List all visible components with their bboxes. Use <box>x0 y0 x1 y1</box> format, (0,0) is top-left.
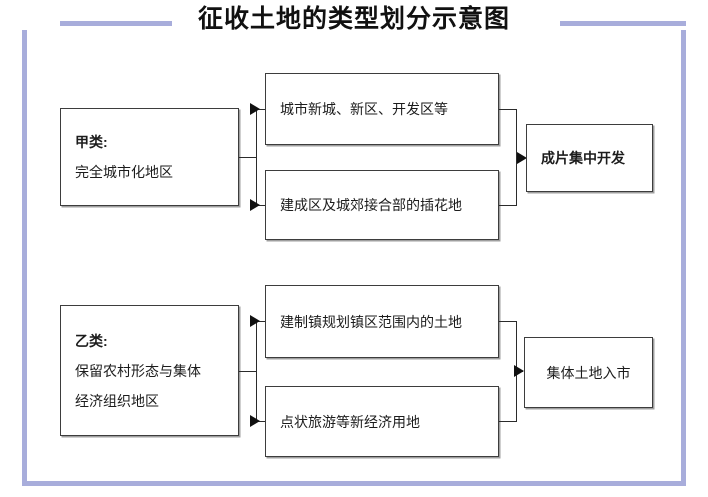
category-box-b: 乙类: 保留农村形态与集体 经济组织地区 <box>60 305 239 436</box>
frame-border-top-right <box>560 21 686 26</box>
item-box-b-1: 建制镇规划镇区范围内的土地 <box>265 285 499 358</box>
category-b-description-line-1: 保留农村形态与集体 <box>75 362 201 379</box>
connector-a-out-1 <box>499 109 517 110</box>
item-box-a-2-label: 建成区及城郊接合部的插花地 <box>280 197 462 213</box>
item-box-a-2: 建成区及城郊接合部的插花地 <box>265 170 499 240</box>
connector-a-branch-1 <box>256 109 265 110</box>
item-box-b-2-label: 点状旅游等新经济用地 <box>280 413 420 430</box>
diagram-title: 征收土地的类型划分示意图 <box>197 5 510 33</box>
connector-a-branch-2 <box>256 205 265 206</box>
category-a-description: 完全城市化地区 <box>75 164 173 180</box>
connector-b-out-1 <box>499 321 517 322</box>
result-box-a: 成片集中开发 <box>526 124 653 192</box>
item-box-a-1-label: 城市新城、新区、开发区等 <box>280 101 448 117</box>
arrow-icon-b-1 <box>250 315 260 327</box>
connector-b-out-2 <box>499 421 517 422</box>
frame-border-left <box>22 30 27 486</box>
category-b-description-line-2: 经济组织地区 <box>75 392 159 409</box>
arrow-icon-a-2 <box>250 199 260 211</box>
item-box-b-2: 点状旅游等新经济用地 <box>265 386 499 457</box>
arrow-icon-b-2 <box>250 415 260 427</box>
category-a-heading: 甲类: <box>75 134 108 150</box>
result-box-b: 集体土地入市 <box>524 337 653 408</box>
connector-a-out-2 <box>499 205 517 206</box>
connector-b-branch-2 <box>256 421 265 422</box>
arrow-icon-b-result <box>514 365 524 377</box>
frame-border-right <box>681 30 686 486</box>
connector-b-branch-1 <box>256 321 265 322</box>
arrow-icon-a-1 <box>250 103 260 115</box>
connector-a-merge <box>516 109 517 206</box>
item-box-b-1-label: 建制镇规划镇区范围内的土地 <box>280 313 462 330</box>
arrow-icon-a-result <box>517 152 527 164</box>
item-box-a-1: 城市新城、新区、开发区等 <box>265 73 499 145</box>
connector-a-spine <box>256 109 257 206</box>
connector-b-stub <box>239 371 257 372</box>
result-box-a-label: 成片集中开发 <box>541 150 625 166</box>
connector-a-stub <box>239 157 257 158</box>
result-box-b-label: 集体土地入市 <box>546 364 631 381</box>
connector-b-spine <box>256 321 257 422</box>
category-b-heading: 乙类: <box>75 332 108 349</box>
category-box-a: 甲类: 完全城市化地区 <box>60 108 239 206</box>
frame-border-top-left <box>60 21 172 26</box>
frame-border-bottom <box>22 481 686 486</box>
